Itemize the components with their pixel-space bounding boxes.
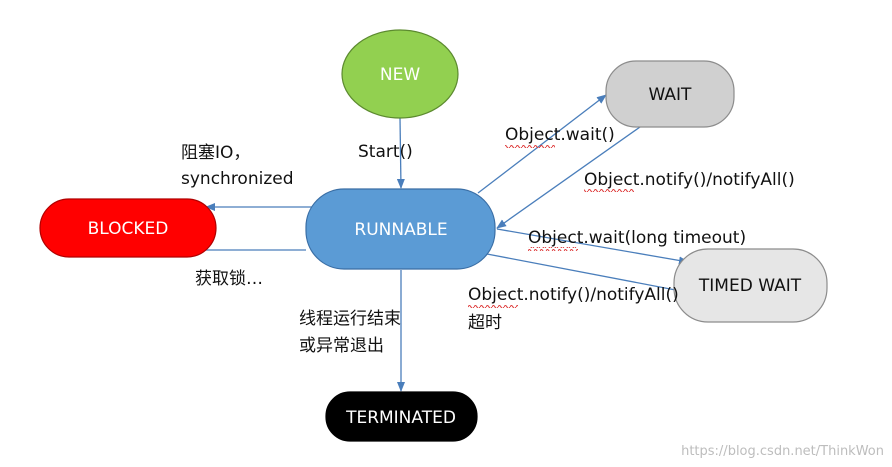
label-start: Start() <box>358 142 413 162</box>
node-new-label: NEW <box>380 65 420 85</box>
node-terminated-shape <box>325 391 478 442</box>
node-timed-wait-shape <box>673 248 828 323</box>
node-terminated: TERMINATED <box>325 391 478 442</box>
edge-runnable-to-timed-wait <box>496 228 689 265</box>
node-timed-wait-label: TIMED WAIT <box>698 276 802 296</box>
label-timed-wait-out-line2: 超时 <box>468 313 502 333</box>
node-blocked-shape <box>39 198 217 258</box>
watermark: https://blog.csdn.net/ThinkWon <box>681 444 884 459</box>
edge-timed-wait-to-runnable <box>486 253 687 293</box>
edge-new-to-runnable <box>396 117 405 189</box>
label-object-wait-underline <box>505 144 555 148</box>
node-new: NEW <box>341 29 459 119</box>
edge-wait-to-runnable <box>496 126 641 229</box>
label-timed-wait-in-underline <box>528 247 578 251</box>
label-object-notify-underline <box>584 189 634 193</box>
node-wait-label: WAIT <box>649 85 693 105</box>
label-blocked-out: 获取锁… <box>195 269 263 289</box>
label-timed-wait-out-underline <box>468 304 518 308</box>
node-runnable: RUNNABLE <box>305 188 496 270</box>
edges <box>200 94 689 392</box>
label-blocked-in-line1: 阻塞IO， <box>181 143 250 163</box>
node-wait-shape <box>605 60 735 128</box>
label-timed-wait-out-line1: Object.notify()/notifyAll() <box>468 285 679 305</box>
label-timed-wait-in: Object.wait(long timeout) <box>528 228 746 248</box>
node-wait: WAIT <box>605 60 735 128</box>
label-object-notify: Object.notify()/notifyAll() <box>584 170 795 190</box>
node-runnable-label: RUNNABLE <box>354 220 447 240</box>
node-blocked-label: BLOCKED <box>88 219 169 239</box>
node-runnable-shape <box>305 188 496 270</box>
node-timed-wait: TIMED WAIT <box>673 248 828 323</box>
label-terminate-line2: 或异常退出 <box>299 336 384 356</box>
label-object-wait: Object.wait() <box>505 125 615 145</box>
node-new-shape <box>341 29 459 119</box>
label-terminate-line1: 线程运行结束 <box>299 309 401 329</box>
node-blocked: BLOCKED <box>39 198 217 258</box>
node-terminated-label: TERMINATED <box>345 408 456 428</box>
label-blocked-in-line2: synchronized <box>181 169 294 189</box>
